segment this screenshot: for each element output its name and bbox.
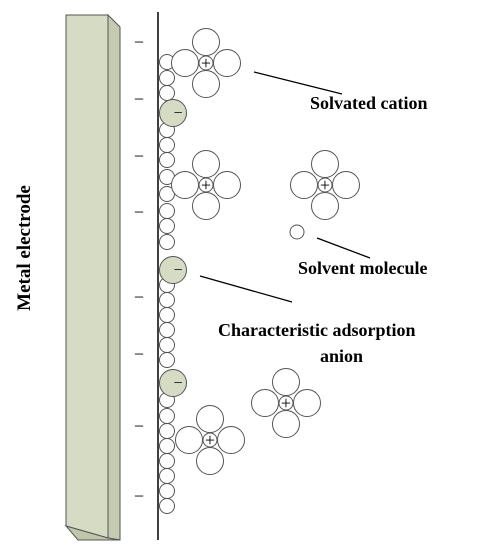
cation-core <box>198 55 214 71</box>
anion-charge-sign: − <box>173 375 182 392</box>
solvated-cations: + + + + + <box>171 28 360 475</box>
solvation-shell-molecule <box>192 28 220 56</box>
solvent-molecule <box>159 203 175 219</box>
solvent-molecule <box>159 234 175 250</box>
electrode-front-face <box>65 14 109 539</box>
solvation-shell-molecule <box>196 447 224 475</box>
negative-charge-sign: − <box>134 202 144 222</box>
solvation-shell-molecule <box>311 192 339 220</box>
solvent-molecule <box>159 307 175 323</box>
solvent-molecule-leader <box>316 237 371 259</box>
solvation-shell-molecule <box>293 389 321 417</box>
anion-circle <box>159 99 187 127</box>
electrode-label: Metal electrode <box>14 185 35 311</box>
solvent-molecule <box>159 337 175 353</box>
solvent-molecule <box>159 218 175 234</box>
solvation-shell-molecule <box>217 426 245 454</box>
solvated-cation-leader <box>253 71 343 95</box>
solvation-shell-molecule <box>272 410 300 438</box>
negative-charge-sign: − <box>134 416 144 436</box>
negative-charge-sign: − <box>134 32 144 52</box>
anion-circle <box>159 369 187 397</box>
solvation-shell-molecule <box>332 171 360 199</box>
solvent-molecule <box>159 468 175 484</box>
solvated-cation: + <box>171 28 241 98</box>
solvation-shell-molecule <box>192 192 220 220</box>
cation-charge-sign: + <box>281 393 291 413</box>
solvated-cation: + <box>175 405 245 475</box>
electrode-side-face <box>107 13 121 541</box>
negative-charge-sign: − <box>134 146 144 166</box>
cation-core <box>198 177 214 193</box>
adsorbed-anion: − <box>159 256 187 284</box>
metal-electrode <box>64 13 121 541</box>
negative-charge-sign: − <box>134 89 144 109</box>
solvent-molecule <box>159 408 175 424</box>
solvated-cation: + <box>171 150 241 220</box>
surface-charges: − − − − − − − − <box>134 32 144 506</box>
solvent-molecule <box>159 453 175 469</box>
solvation-shell-molecule <box>213 49 241 77</box>
cation-core <box>317 177 333 193</box>
adsorbed-anion: − <box>159 369 187 397</box>
solvent-molecule <box>159 438 175 454</box>
solvated-cation: + <box>251 368 321 438</box>
solvation-shell-molecule <box>213 171 241 199</box>
cation-charge-sign: + <box>205 430 215 450</box>
solvation-shell-molecule <box>290 171 318 199</box>
solvation-shell-molecule <box>196 405 224 433</box>
cation-charge-sign: + <box>201 53 211 73</box>
cation-charge-sign: + <box>320 175 330 195</box>
solvent-molecule <box>159 70 175 86</box>
adsorbed-anion: − <box>159 99 187 127</box>
solvent-molecule <box>159 423 175 439</box>
solvent-molecule <box>159 85 175 101</box>
negative-charge-sign: − <box>134 486 144 506</box>
free-solvent-molecule <box>289 224 305 240</box>
adsorbed-anions: − − − <box>159 99 187 397</box>
negative-charge-sign: − <box>134 287 144 307</box>
electrode-bottom-face <box>64 525 121 541</box>
solvation-shell-molecule <box>311 150 339 178</box>
solvent-molecule <box>159 322 175 338</box>
solvent-molecule <box>159 152 175 168</box>
solvation-shell-molecule <box>175 426 203 454</box>
anion-leader <box>199 275 293 303</box>
solvent-molecule <box>159 137 175 153</box>
solvated-cation-label: Solvated cation <box>310 93 428 113</box>
cation-core <box>202 432 218 448</box>
anion-circle <box>159 256 187 284</box>
solvation-shell-molecule <box>251 389 279 417</box>
cation-core <box>278 395 294 411</box>
solvation-shell-molecule <box>192 70 220 98</box>
anion-charge-sign: − <box>173 262 182 279</box>
anion-label-line1: Characteristic adsorption <box>218 320 415 340</box>
solvent-molecule <box>159 292 175 308</box>
solvation-shell-molecule <box>171 49 199 77</box>
solvated-cation: + <box>290 150 360 220</box>
solvation-shell-molecule <box>272 368 300 396</box>
solvent-molecule <box>159 483 175 499</box>
cation-charge-sign: + <box>201 175 211 195</box>
solvent-molecule-label: Solvent molecule <box>298 258 427 278</box>
anion-label-line2: anion <box>320 346 363 366</box>
solvent-molecule <box>159 352 175 368</box>
solvation-shell-molecule <box>171 171 199 199</box>
negative-charge-sign: − <box>134 344 144 364</box>
solvation-shell-molecule <box>192 150 220 178</box>
solvent-molecule <box>159 498 175 514</box>
anion-charge-sign: − <box>173 105 182 122</box>
adsorbed-solvent-layer <box>159 54 175 514</box>
